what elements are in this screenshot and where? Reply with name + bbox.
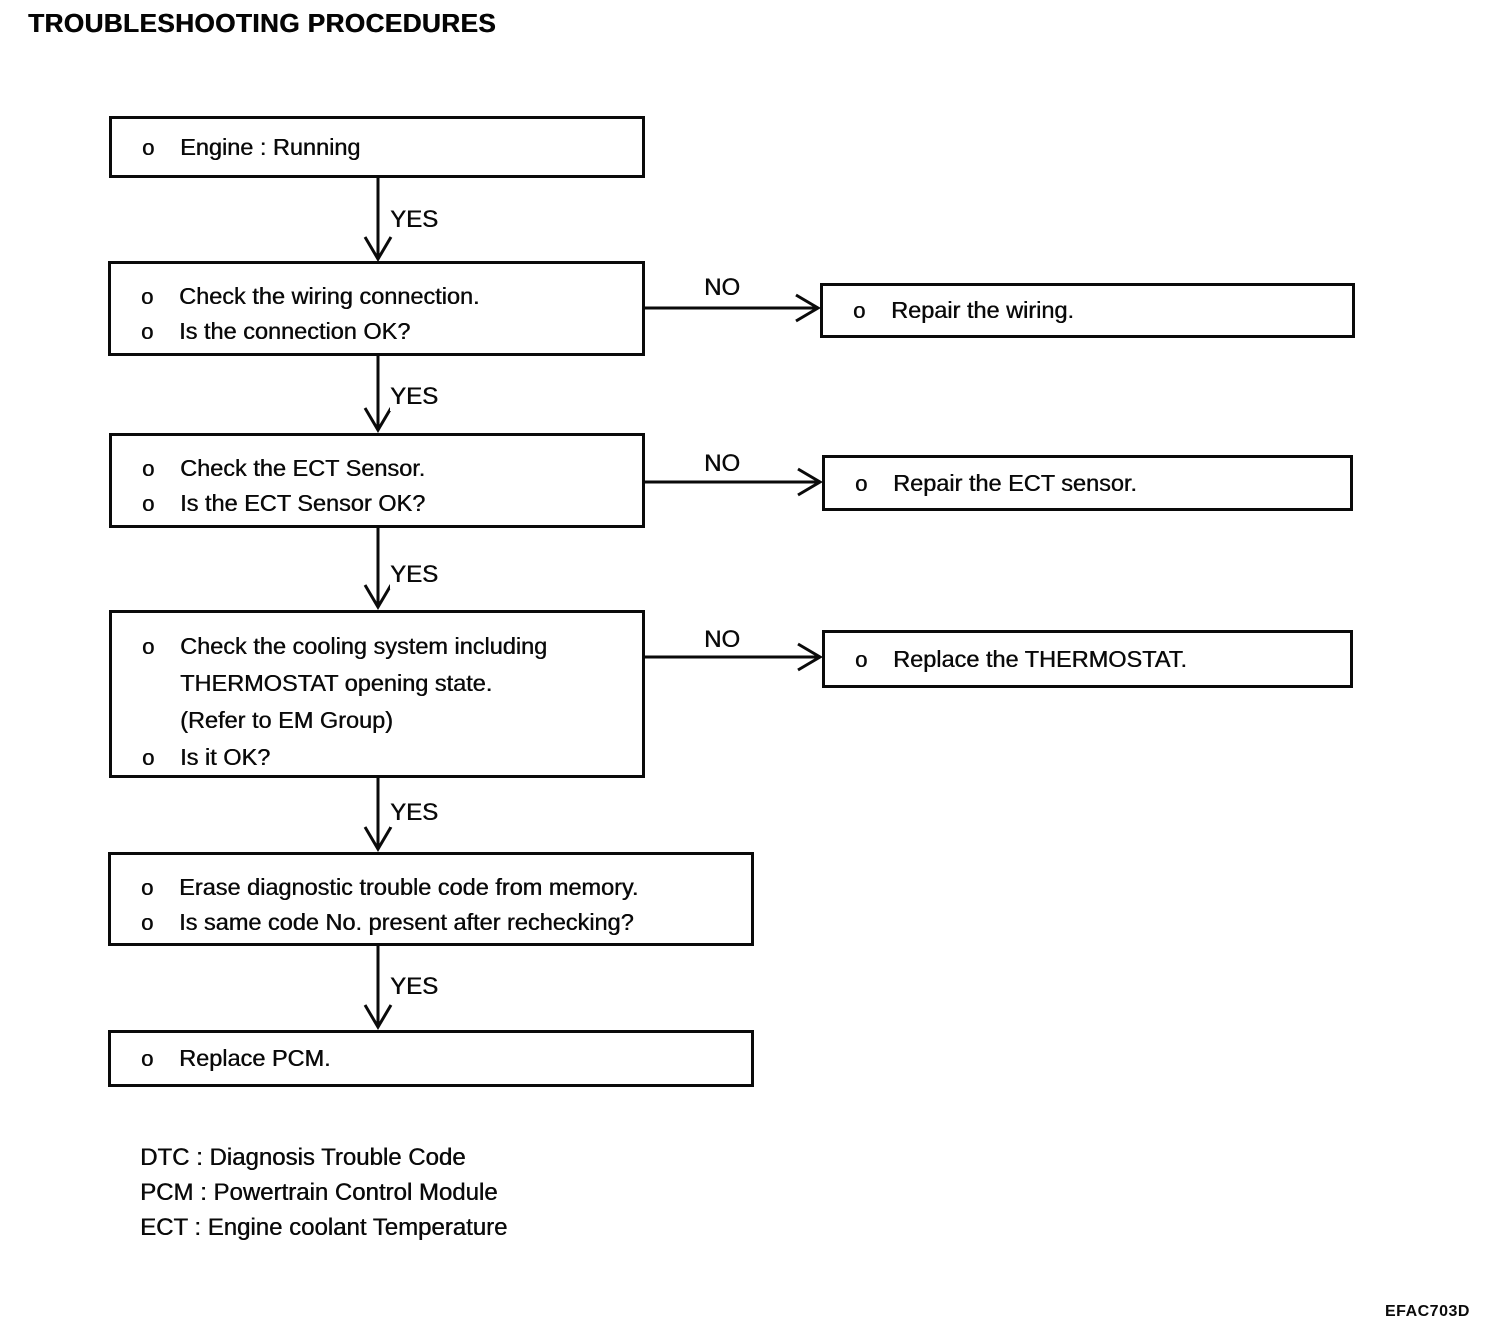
- bullet: o: [853, 298, 866, 323]
- yes-label-4: YES: [390, 799, 439, 827]
- box-line: o Erase diagnostic trouble code from memo…: [141, 870, 741, 905]
- yes-arrow-4: [363, 778, 393, 852]
- flow-box-repair-wiring: o Repair the wiring.: [820, 283, 1355, 338]
- flow-box-check-cooling-system: o Check the cooling system including THER…: [109, 610, 645, 778]
- no-label-1: NO: [704, 274, 740, 302]
- bullet: o: [142, 456, 155, 481]
- flow-box-engine-running: o Engine : Running: [109, 116, 645, 178]
- abbreviation-legend: DTC : Diagnosis Trouble Code PCM : Power…: [140, 1140, 507, 1245]
- box-text: Is same code No. present after recheckin…: [179, 909, 634, 935]
- flow-box-erase-dtc: o Erase diagnostic trouble code from memo…: [108, 852, 754, 946]
- bullet: o: [141, 875, 154, 900]
- box-line: o Is the connection OK?: [141, 314, 632, 349]
- box-text: Is the ECT Sensor OK?: [180, 490, 426, 516]
- legend-line-dtc: DTC : Diagnosis Trouble Code: [140, 1144, 466, 1171]
- box-line: THERMOSTAT opening state.: [142, 665, 632, 702]
- yes-arrow-3: [363, 528, 393, 610]
- box-line: (Refer to EM Group): [142, 702, 632, 739]
- page-title: TROUBLESHOOTING PROCEDURES: [28, 8, 497, 38]
- flow-box-check-ect-sensor: o Check the ECT Sensor. o Is the ECT Senso…: [109, 433, 645, 528]
- bullet: o: [142, 134, 155, 160]
- yes-label-2: YES: [390, 383, 439, 411]
- box-line: o Repair the ECT sensor.: [855, 466, 1340, 501]
- bullet: o: [141, 910, 154, 935]
- box-text: Check the cooling system including: [180, 633, 548, 659]
- box-line: o Is it OK?: [142, 739, 632, 776]
- bullet: o: [142, 745, 155, 770]
- no-arrow-2: [645, 467, 823, 497]
- box-text: Is the connection OK?: [179, 318, 411, 344]
- no-arrow-3: [645, 642, 823, 672]
- box-line: o Check the wiring connection.: [141, 279, 632, 314]
- box-line: o Is same code No. present after rechecki…: [141, 905, 741, 940]
- box-text: Is it OK?: [180, 744, 271, 770]
- box-text: (Refer to EM Group): [180, 707, 393, 733]
- box-text: Engine : Running: [180, 133, 361, 160]
- box-line: o Replace PCM.: [141, 1041, 741, 1076]
- yes-arrow-2: [363, 356, 393, 433]
- no-label-2: NO: [704, 450, 740, 478]
- box-line: o Engine : Running: [142, 130, 632, 165]
- bullet: o: [855, 646, 868, 672]
- box-line: o Check the cooling system including: [142, 628, 632, 665]
- flow-box-replace-pcm: o Replace PCM.: [108, 1030, 754, 1087]
- flow-box-repair-ect-sensor: o Repair the ECT sensor.: [822, 455, 1353, 511]
- box-text: Erase diagnostic trouble code from memor…: [179, 874, 639, 900]
- box-text: Replace the THERMOSTAT.: [893, 645, 1187, 672]
- bullet: o: [142, 634, 155, 659]
- yes-arrow-1: [363, 178, 393, 262]
- bullet: o: [141, 284, 154, 309]
- bullet: o: [142, 491, 155, 516]
- box-text: Replace PCM.: [179, 1045, 331, 1071]
- box-text: THERMOSTAT opening state.: [180, 670, 493, 696]
- box-text: Check the wiring connection.: [179, 283, 480, 309]
- flow-box-replace-thermostat: o Replace the THERMOSTAT.: [822, 630, 1353, 688]
- legend-line-pcm: PCM : Powertrain Control Module: [140, 1179, 498, 1206]
- yes-label-1: YES: [390, 206, 439, 234]
- yes-label-5: YES: [390, 973, 439, 1001]
- no-label-3: NO: [704, 626, 740, 654]
- yes-arrow-5: [363, 946, 393, 1030]
- box-text: Check the ECT Sensor.: [180, 455, 426, 481]
- figure-code: EFAC703D: [1385, 1303, 1470, 1320]
- box-line: o Check the ECT Sensor.: [142, 451, 632, 486]
- box-line: o Replace the THERMOSTAT.: [855, 642, 1340, 677]
- box-text: Repair the wiring.: [891, 297, 1074, 323]
- flow-box-check-wiring: o Check the wiring connection. o Is the co…: [108, 261, 645, 356]
- box-text: Repair the ECT sensor.: [893, 469, 1137, 496]
- box-line: o Repair the wiring.: [853, 293, 1342, 328]
- yes-label-3: YES: [390, 561, 439, 589]
- legend-line-ect: ECT : Engine coolant Temperature: [140, 1214, 508, 1241]
- bullet: o: [141, 319, 154, 344]
- bullet: o: [855, 470, 868, 496]
- bullet: o: [141, 1046, 154, 1071]
- no-arrow-1: [645, 293, 821, 323]
- box-line: o Is the ECT Sensor OK?: [142, 486, 632, 521]
